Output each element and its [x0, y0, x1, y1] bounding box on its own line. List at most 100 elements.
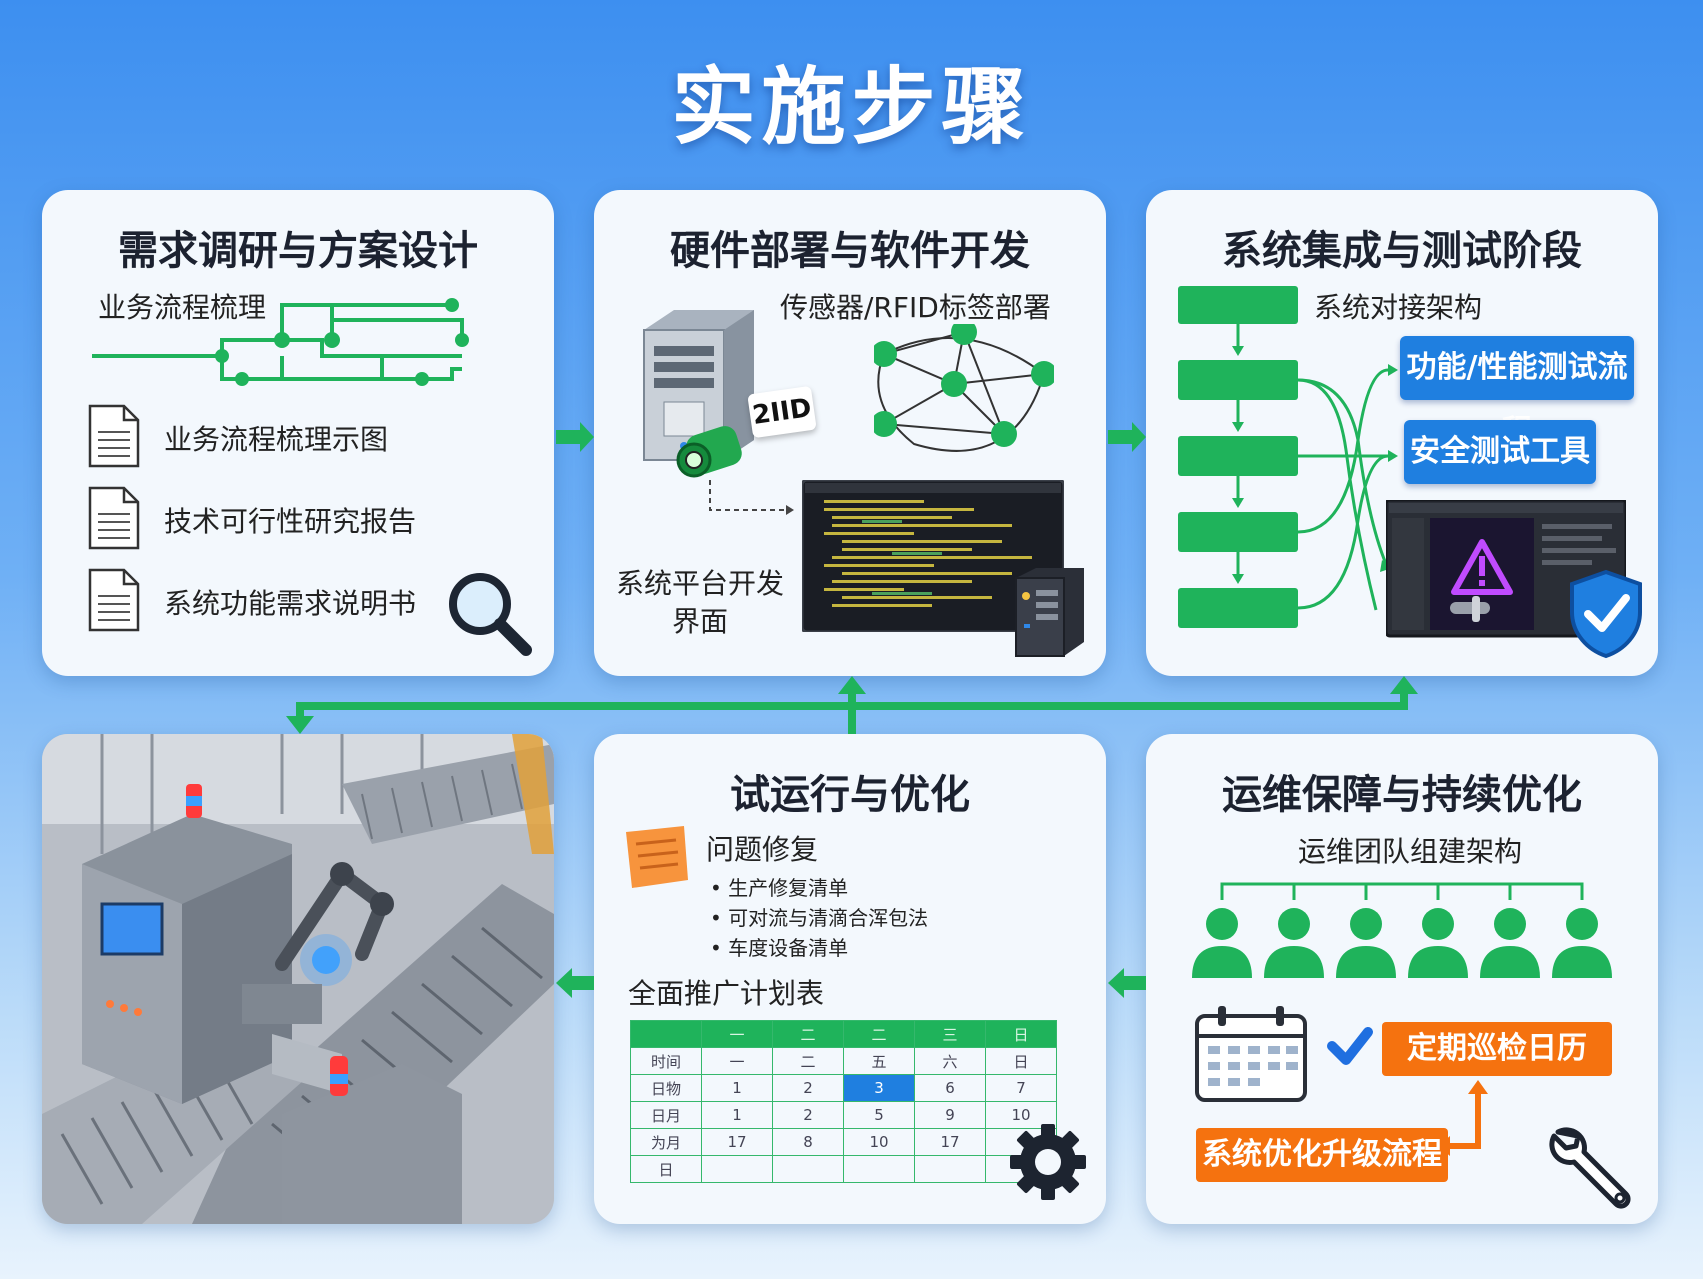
team-structure-label: 运维团队组建架构 — [1298, 835, 1523, 868]
table-row: 日月 1 2 5 9 10 — [630, 1101, 1057, 1129]
table-cell: 五 — [843, 1047, 915, 1075]
bullet-item: • 车度设备清单 — [710, 936, 849, 960]
factory-image — [42, 734, 554, 1224]
doc-label-feasibility: 技术可行性研究报告 — [164, 505, 417, 538]
table-row: 为月 17 8 10 17 — [630, 1128, 1057, 1156]
table-header-cell: 一 — [701, 1020, 773, 1048]
table-cell — [701, 1155, 773, 1183]
panel-title-integration: 系统集成与测试阶段 — [1222, 228, 1582, 274]
table-cell: 二 — [772, 1047, 844, 1075]
business-process-label: 业务流程梳理 — [98, 291, 267, 324]
table-cell: 17 — [914, 1128, 986, 1156]
shield-check-icon — [1570, 569, 1642, 659]
sensor-deploy-label: 传感器/RFID标签部署 — [780, 291, 1051, 324]
doc-label-requirements-spec: 系统功能需求说明书 — [164, 587, 417, 620]
code-monitor — [802, 480, 1064, 632]
sensor-network-icon — [874, 324, 1054, 452]
bullet-item-text: 生产修复清单 — [728, 876, 849, 900]
upgrade-process-button[interactable]: 系统优化升级流程 — [1196, 1128, 1448, 1182]
panel-trial: 试运行与优化 问题修复 • 生产修复清单 • 可对流与清滴合浑包法 • 车度设备… — [594, 734, 1106, 1224]
table-cell — [843, 1155, 915, 1183]
table-cell: 为月 — [630, 1128, 702, 1156]
table-cell: 六 — [914, 1047, 986, 1075]
rfid-tag-badge: 2IID — [747, 385, 817, 439]
table-header-cell: 二 — [772, 1020, 844, 1048]
panel-title-operations: 运维保障与持续优化 — [1222, 772, 1582, 818]
gear-icon[interactable] — [1008, 1122, 1088, 1202]
check-icon — [1327, 1027, 1373, 1065]
platform-label-line2: 界面 — [672, 605, 729, 638]
sticky-note-icon — [626, 826, 688, 888]
calendar-icon — [1195, 1006, 1307, 1102]
table-cell: 10 — [843, 1128, 915, 1156]
table-header-cell: 日 — [985, 1020, 1057, 1048]
table-cell: 日物 — [630, 1074, 702, 1102]
arch-block — [1178, 286, 1298, 324]
panel-integration: 系统集成与测试阶段 系统对接架构 功能/性能测试流程 安全测试工具 — [1146, 190, 1658, 676]
table-header-row: 一 二 二 三 日 — [630, 1020, 1057, 1048]
panel-title-requirements: 需求调研与方案设计 — [118, 228, 478, 274]
panel-title-hardware: 硬件部署与软件开发 — [670, 228, 1030, 274]
dashed-connector — [709, 480, 794, 515]
magnifier-icon — [449, 573, 532, 656]
table-cell: 一 — [701, 1047, 773, 1075]
rfid-reader-icon — [676, 426, 742, 478]
arch-block — [1178, 588, 1298, 628]
panel-hardware: 硬件部署与软件开发 传感器/RFID标签部署 2IID — [594, 190, 1106, 676]
inspection-calendar-button[interactable]: 定期巡检日历 — [1382, 1022, 1612, 1076]
rfid-tag-text: 2IID — [750, 393, 814, 431]
table-header-cell: 三 — [914, 1020, 986, 1048]
wrench-icon[interactable] — [1546, 1118, 1640, 1212]
bullet-item-text: 可对流与清滴合浑包法 — [728, 906, 929, 930]
platform-label-line1: 系统平台开发 — [616, 567, 785, 600]
panel-title-trial: 试运行与优化 — [730, 772, 970, 818]
table-header-cell: 二 — [843, 1020, 915, 1048]
rollout-plan-label: 全面推广计划表 — [628, 977, 825, 1010]
table-cell: 时间 — [630, 1047, 702, 1075]
arch-block — [1178, 512, 1298, 552]
rollout-plan-table: 一 二 二 三 日 时间 一 二 五 六 日 日物 1 2 3 6 7 日月 1… — [630, 1020, 1057, 1183]
security-alert-screen — [1386, 500, 1626, 638]
table-cell: 6 — [914, 1074, 986, 1102]
table-cell — [772, 1155, 844, 1183]
table-cell: 7 — [985, 1074, 1057, 1102]
table-row: 时间 一 二 五 六 日 — [630, 1047, 1057, 1075]
bullet-item: • 可对流与清滴合浑包法 — [710, 906, 929, 930]
bullet-item-text: 车度设备清单 — [728, 936, 849, 960]
doc-label-process-map: 业务流程梳理示图 — [164, 423, 389, 456]
table-cell: 日月 — [630, 1101, 702, 1129]
arch-block — [1178, 436, 1298, 476]
page-title: 实施步骤 — [671, 58, 1032, 156]
arch-label: 系统对接架构 — [1314, 291, 1483, 324]
server-box-icon — [1015, 568, 1084, 657]
table-cell-highlighted: 3 — [843, 1074, 915, 1102]
table-cell: 日 — [630, 1155, 702, 1183]
table-cell: 1 — [701, 1101, 773, 1129]
process-flow-diagram — [92, 298, 469, 386]
table-cell: 2 — [772, 1101, 844, 1129]
document-icon — [88, 568, 140, 632]
server-tower-icon — [643, 310, 754, 461]
table-row: 日物 1 2 3 6 7 — [630, 1074, 1057, 1102]
table-cell: 5 — [843, 1101, 915, 1129]
panel-operations: 运维保障与持续优化 运维团队组建架构 定期巡检日历 — [1146, 734, 1658, 1224]
bullet-item: • 生产修复清单 — [710, 876, 849, 900]
document-icon — [88, 486, 140, 550]
perf-test-button[interactable]: 功能/性能测试流程 — [1400, 336, 1634, 449]
table-cell — [914, 1155, 986, 1183]
table-cell: 2 — [772, 1074, 844, 1102]
table-cell: 9 — [914, 1101, 986, 1129]
table-cell: 17 — [701, 1128, 773, 1156]
arch-block — [1178, 360, 1298, 400]
table-cell: 1 — [701, 1074, 773, 1102]
factory-scene-illustration — [42, 734, 554, 1224]
document-icon — [88, 404, 140, 468]
table-header-cell — [630, 1020, 702, 1048]
table-row: 日 — [630, 1155, 1057, 1183]
team-org-chart — [1192, 882, 1612, 978]
table-cell: 日 — [985, 1047, 1057, 1075]
panel-requirements: 需求调研与方案设计 业务流程梳理 业务流程梳理示图 — [42, 190, 554, 676]
issue-fix-label: 问题修复 — [706, 833, 819, 866]
security-tool-button[interactable]: 安全测试工具 — [1404, 420, 1596, 484]
table-cell: 8 — [772, 1128, 844, 1156]
